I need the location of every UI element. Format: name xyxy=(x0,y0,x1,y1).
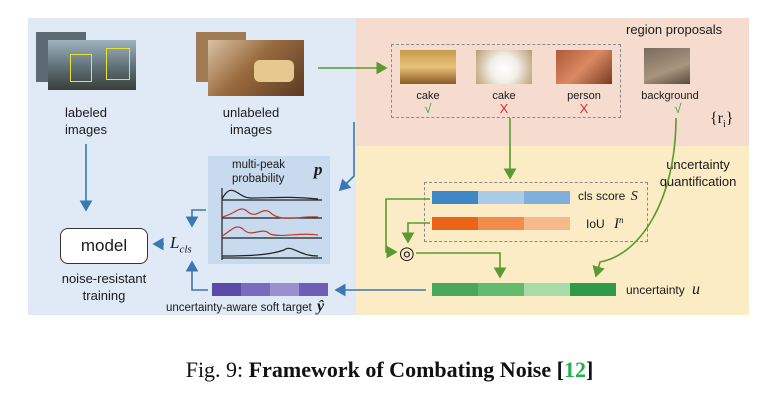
soft-target-label: uncertainty-aware soft target ŷ xyxy=(166,298,324,316)
caption-prefix: Fig. 9: xyxy=(185,357,249,382)
ri-symbol-base: {r xyxy=(710,110,724,127)
arrow-probability-to-loss xyxy=(185,209,206,228)
multi-peak-label: multi-peak probability xyxy=(232,158,285,186)
caption-suffix: ] xyxy=(585,357,594,382)
noise-resistant-line1: noise-resistant xyxy=(61,271,147,286)
check-mark-icon: √ xyxy=(424,101,432,116)
labeled-text-line2: images xyxy=(65,122,107,137)
lcls-sub: cls xyxy=(179,243,192,256)
uq-line1: uncertainty xyxy=(666,157,730,172)
multi-peak-line1: multi-peak xyxy=(232,159,286,171)
prob-curve-1 xyxy=(221,189,319,200)
cake-shape xyxy=(254,60,294,82)
lcls-symbol: Lcls xyxy=(170,233,192,255)
unc-seg xyxy=(524,283,570,296)
proposal-image-cake1 xyxy=(400,50,456,84)
soft-seg xyxy=(241,283,270,296)
unc-seg xyxy=(570,283,616,296)
proposal-image-person xyxy=(556,50,612,84)
uncertainty-quantification-label: uncertainty quantification xyxy=(648,156,748,190)
multi-peak-probability-box xyxy=(208,156,330,264)
soft-target-bar xyxy=(212,283,328,296)
proposal-label-person: person xyxy=(567,90,601,102)
noise-resistant-label: noise-resistant training xyxy=(34,270,174,304)
caption-ref-link[interactable]: 12 xyxy=(563,357,586,382)
ri-symbol-close: } xyxy=(725,110,734,127)
iou-symbol: I xyxy=(614,216,620,232)
proposal-label-cake1: cake xyxy=(416,90,440,102)
iou-seg xyxy=(524,217,570,230)
cls-seg xyxy=(432,191,478,204)
cross-mark-icon: X xyxy=(579,101,589,116)
iou-seg xyxy=(478,217,524,230)
lcls-base: L xyxy=(170,233,180,252)
labeled-image-front xyxy=(48,40,136,90)
u-symbol: u xyxy=(692,281,701,298)
cross-mark-icon: X xyxy=(499,101,509,116)
prob-curve-3 xyxy=(221,226,319,237)
arrow-cls-to-hadamard xyxy=(385,198,430,259)
unlabeled-images-label: unlabeled images xyxy=(196,104,306,138)
score-iou-dashed-box xyxy=(424,182,648,242)
uncertainty-bar xyxy=(432,283,616,296)
uq-line2: quantification xyxy=(659,174,737,189)
caption-title: Framework of Combating Noise [ xyxy=(248,357,564,382)
hadamard-product-icon: ◎ xyxy=(399,243,415,263)
arrow-hadamard-to-uncertainty xyxy=(416,252,507,279)
cls-symbol: S xyxy=(630,189,638,204)
iou-bar xyxy=(432,217,570,230)
noise-resistant-line2: training xyxy=(82,288,126,303)
soft-seg xyxy=(270,283,299,296)
bbox-annotation xyxy=(106,48,130,80)
bbox-annotation xyxy=(70,54,92,82)
cls-score-label: cls score S xyxy=(578,189,638,205)
iou-sup: n xyxy=(619,215,624,225)
multi-peak-line2: probability xyxy=(232,173,285,185)
model-box: model xyxy=(60,228,148,264)
uncertainty-label: uncertainty u xyxy=(626,281,700,299)
probability-curves xyxy=(221,188,322,260)
unc-seg xyxy=(478,283,524,296)
unlabeled-text-line2: images xyxy=(230,122,272,137)
cls-seg xyxy=(478,191,524,204)
cls-score-bar xyxy=(432,191,570,204)
prob-curve-2 xyxy=(221,208,319,219)
region-proposals-title: region proposals xyxy=(626,22,723,37)
labeled-text-line1: labeled xyxy=(65,105,107,120)
arrow-background-to-uncertainty xyxy=(592,117,677,278)
iou-text: IoU xyxy=(586,217,605,231)
unc-seg xyxy=(432,283,478,296)
soft-seg xyxy=(212,283,241,296)
arrow-proposals-to-probability xyxy=(338,122,355,192)
proposal-label-background: background xyxy=(641,90,699,102)
proposal-image-cake2 xyxy=(476,50,532,84)
ri-symbol: {ri} xyxy=(710,110,733,130)
iou-seg xyxy=(432,217,478,230)
figure-caption: Fig. 9: Framework of Combating Noise [12… xyxy=(0,357,779,383)
arrow-softtarget-to-loss xyxy=(185,260,208,291)
y-hat-symbol: ŷ xyxy=(316,298,325,315)
unlabeled-image-front xyxy=(208,40,304,96)
iou-label: IoU In xyxy=(586,215,624,233)
soft-seg xyxy=(299,283,328,296)
soft-target-text: uncertainty-aware soft target xyxy=(166,302,312,314)
uncertainty-text: uncertainty xyxy=(626,283,685,297)
arrow-iou-to-hadamard xyxy=(401,222,430,244)
ri-symbol-sub: i xyxy=(723,119,726,131)
proposal-label-cake2: cake xyxy=(492,90,516,102)
check-mark-icon: √ xyxy=(674,101,682,116)
cls-score-text: cls score xyxy=(578,189,626,203)
labeled-images-label: labeled images xyxy=(36,104,136,138)
cls-seg xyxy=(524,191,570,204)
unlabeled-text-line1: unlabeled xyxy=(222,105,280,120)
p-symbol: p xyxy=(314,160,323,179)
proposal-image-background xyxy=(644,48,690,84)
prob-curve-4 xyxy=(221,247,319,257)
proposals-dashed-box xyxy=(391,44,621,118)
